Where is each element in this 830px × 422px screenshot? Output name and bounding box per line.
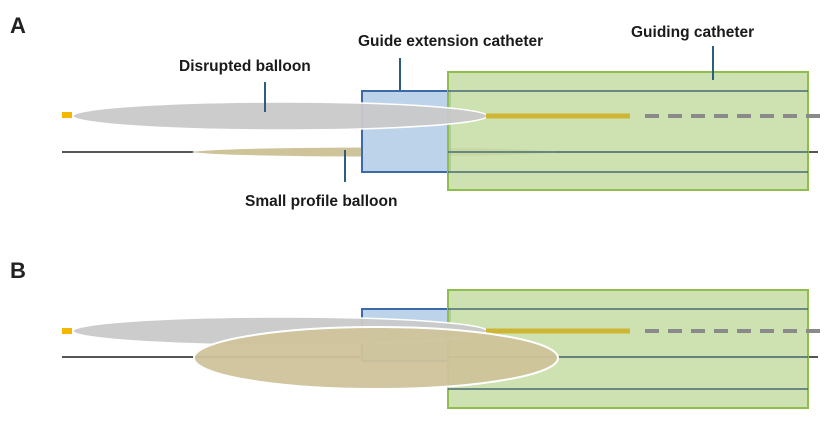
- panel-a-wire-tip: [62, 112, 72, 118]
- panel-a-letter: A: [10, 13, 26, 38]
- panel-b: B: [10, 258, 822, 409]
- disrupted-balloon-label: Disrupted balloon: [179, 58, 311, 75]
- panel-b-letter: B: [10, 258, 26, 283]
- panel-a-disrupted-balloon: [72, 101, 488, 131]
- guiding-catheter-label: Guiding catheter: [631, 24, 754, 41]
- panel-b-inflated-balloon: [193, 326, 559, 390]
- panel-b-wire-tip: [62, 328, 72, 334]
- small-profile-balloon-label: Small profile balloon: [245, 193, 397, 210]
- guide-extension-catheter-label: Guide extension catheter: [358, 33, 543, 50]
- panel-a: A Disrupted balloon Guide extension cath…: [10, 13, 822, 210]
